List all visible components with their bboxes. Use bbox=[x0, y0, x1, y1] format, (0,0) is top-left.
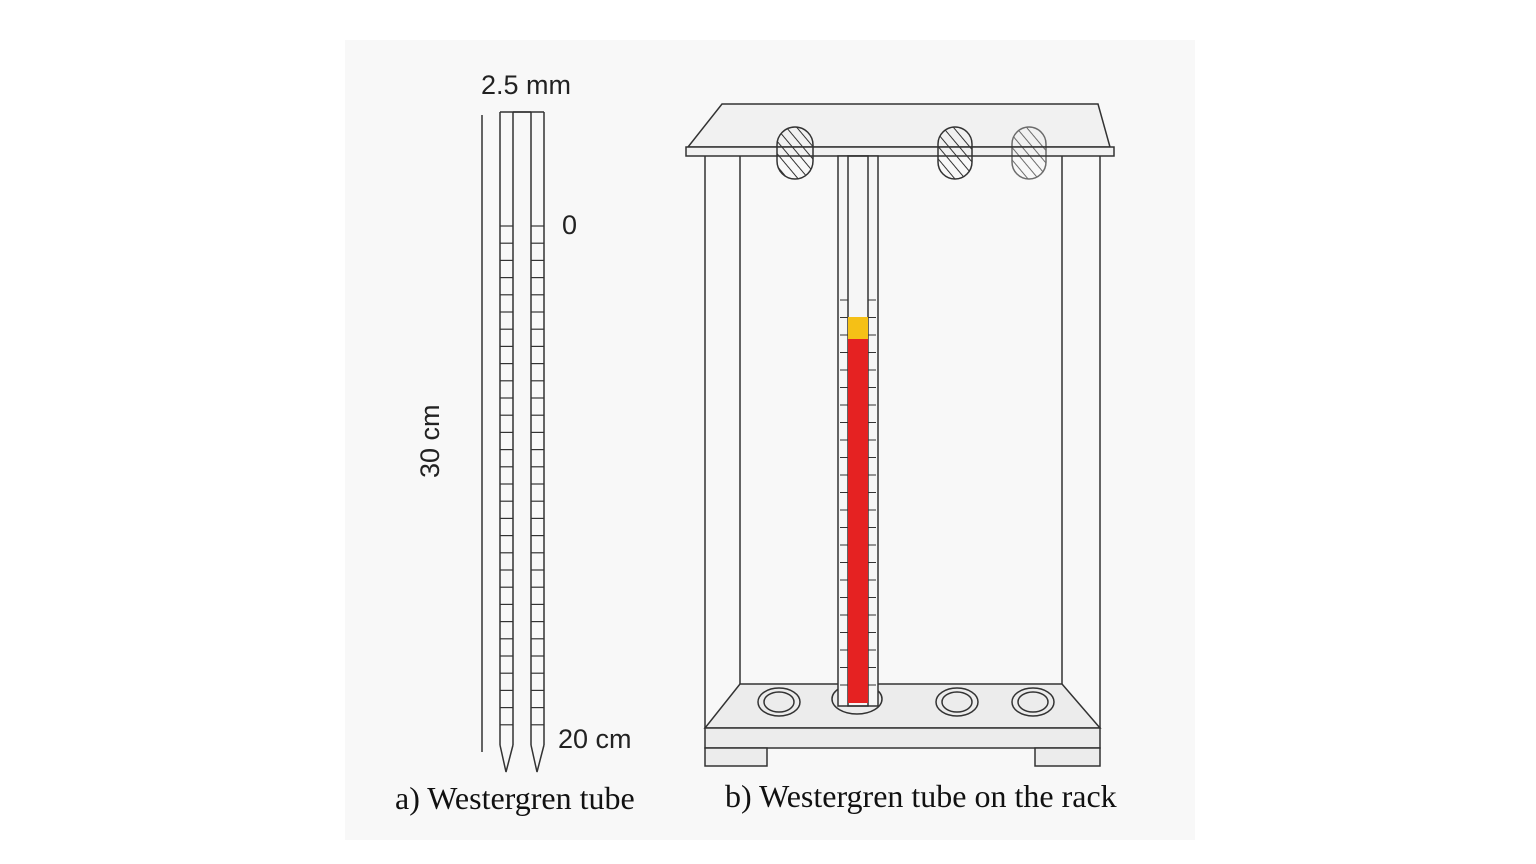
blood-column bbox=[848, 339, 868, 703]
width-label: 2.5 mm bbox=[481, 70, 572, 100]
caption-b: b) Westergren tube on the rack bbox=[725, 778, 1117, 814]
rack-top-pegs bbox=[776, 126, 1047, 180]
rack-bottom-holes bbox=[757, 683, 1055, 717]
caption-a: a) Westergren tube bbox=[395, 780, 635, 816]
tube-a-graduations bbox=[500, 225, 544, 726]
westergren-tube-b bbox=[837, 155, 879, 707]
length-label: 30 cm bbox=[415, 404, 445, 478]
scale-bottom-label: 20 cm bbox=[558, 724, 632, 754]
plasma-layer bbox=[848, 317, 868, 339]
westergren-tube-a bbox=[481, 111, 545, 773]
rack bbox=[685, 103, 1115, 767]
scale-top-label: 0 bbox=[562, 210, 578, 240]
